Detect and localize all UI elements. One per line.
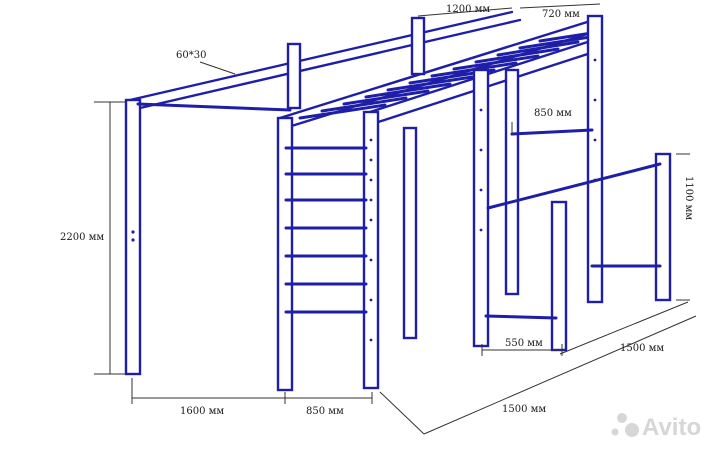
label-top-depth: 720 мм: [542, 9, 580, 20]
top-beam-long: [128, 10, 522, 110]
post-right-front: [586, 14, 604, 304]
low-bar-2: [484, 314, 558, 320]
left-pullup-bar: [136, 102, 292, 112]
label-pullup-gap: 550 мм: [505, 338, 543, 349]
post-top-back: [410, 16, 426, 76]
post-center: [472, 68, 490, 348]
label-base-mid: 850 мм: [306, 406, 344, 417]
pullup-bars: [136, 102, 662, 320]
avito-watermark: Avito: [611, 413, 701, 441]
dimension-lines: [94, 3, 697, 435]
label-top-width: 1200 мм: [446, 4, 490, 15]
post-side-tall: [654, 152, 672, 302]
post-pullup-front: [550, 200, 568, 352]
post-mid-back: [402, 126, 418, 340]
post-ladder-left: [276, 116, 294, 392]
diagonal-bar: [486, 162, 662, 210]
label-bar-span: 850 мм: [534, 108, 572, 119]
posts: [124, 14, 672, 392]
avito-logo-icon: [617, 413, 627, 423]
dimension-labels: 1200 мм 720 мм 60*30 850 мм 2200 мм 1100…: [60, 4, 694, 417]
post-ladder-right: [362, 110, 380, 390]
monkey-bar-rungs: [298, 31, 594, 120]
label-base-left: 1600 мм: [180, 406, 224, 417]
post-left-back: [286, 42, 302, 110]
label-side-height: 1100 мм: [683, 176, 694, 220]
wall-ladder-rungs: [284, 146, 368, 314]
label-base-length: 1500 мм: [502, 404, 546, 415]
upper-bar-850: [510, 128, 594, 136]
watermark-text: Avito: [642, 414, 701, 441]
bolts: [131, 58, 597, 342]
post-center-back: [504, 68, 520, 296]
label-beam-section: 60*30: [176, 50, 206, 61]
post-left-front: [124, 98, 142, 376]
label-height: 2200 мм: [60, 232, 104, 243]
label-side-length: 1500 мм: [620, 343, 664, 354]
